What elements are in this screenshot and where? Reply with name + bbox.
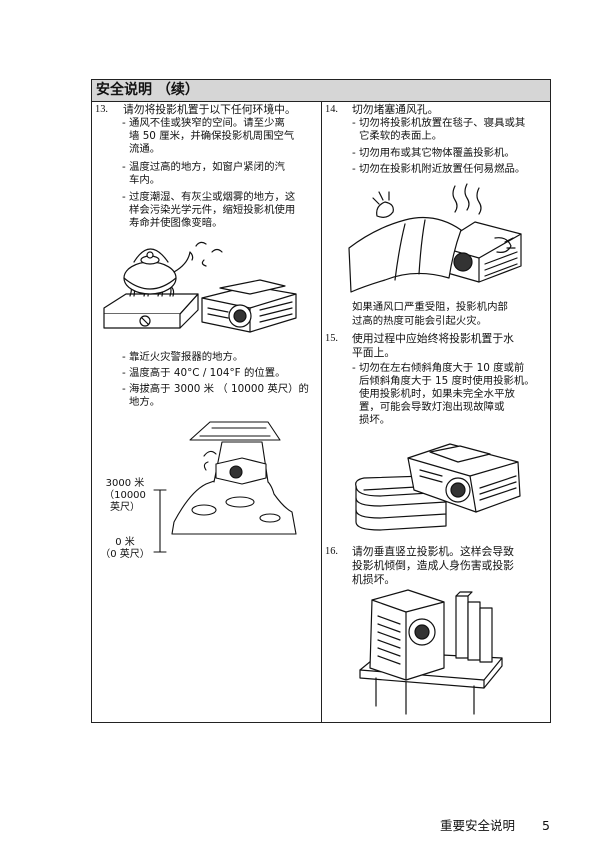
page-number: 5 — [542, 818, 550, 833]
altitude-bottom-line: 0 米 — [115, 537, 135, 548]
hot-environment-illustration — [103, 241, 297, 333]
table-header: 安全说明 （续） — [92, 80, 550, 102]
altitude-top-line: （10000 — [104, 490, 146, 501]
item-14-bullet-3: - 切勿在投影机附近放置任何易燃品。 — [352, 163, 526, 175]
bullet-line: 温度高于 40°C / 104°F 的位置。 — [129, 367, 286, 379]
item-14-bullet-2: - 切勿用布或其它物体覆盖投影机。 — [352, 147, 515, 159]
item-14-note-line: 如果通风口严重受阻，投影机内部 — [352, 301, 508, 313]
bullet-line: 后倾斜角度大于 15 度时使用投影机。 — [359, 375, 535, 387]
bullet-line: 损坏。 — [359, 414, 391, 426]
item-15-title-line: 平面上。 — [352, 346, 396, 359]
item-13-bullet-1: - 通风不佳或狭窄的空间。请至少离 墙 50 厘米，并确保投影机周围空气 流通。 — [122, 117, 295, 155]
item-14-number: 14. — [325, 104, 338, 115]
altitude-bottom-line: （0 英尺） — [100, 549, 150, 560]
bullet-line: 寿命并使图像变暗。 — [129, 217, 223, 229]
bullet-line: 切勿将投影机放置在毯子、寝具或其 — [359, 117, 526, 129]
column-divider — [321, 101, 322, 723]
item-13-bullet-3: - 过度潮湿、有灰尘或烟雾的地方，这 样会污染光学元件，缩短投影机使用 寿命并使… — [122, 191, 296, 229]
bullet-line: 通风不佳或狭窄的空间。请至少离 — [129, 117, 285, 129]
altitude-illustration — [153, 421, 297, 553]
bullet-line: 车内。 — [129, 174, 161, 186]
tilted-projector-illustration — [355, 443, 521, 531]
item-13-bullet-2: - 温度过高的地方，如窗户紧闭的汽 车内。 — [122, 161, 285, 186]
section-title: 安全说明 （续） — [96, 82, 199, 98]
upright-projector-illustration — [359, 589, 503, 715]
item-13-bullet-6: - 海拔高于 3000 米 （ 10000 英尺）的 地方。 — [122, 383, 309, 408]
altitude-top-line: 3000 米 — [105, 478, 145, 489]
bullet-line: 切勿在左右倾斜角度大于 10 度或前 — [359, 362, 525, 374]
item-13-bullet-4: - 靠近火灾警报器的地方。 — [122, 351, 244, 363]
bullet-line: 切勿用布或其它物体覆盖投影机。 — [359, 147, 515, 159]
bullet-line: 样会污染光学元件，缩短投影机使用 — [129, 204, 296, 216]
item-13-bullet-5: - 温度高于 40°C / 104°F 的位置。 — [122, 367, 286, 379]
bullet-line: 墙 50 厘米，并确保投影机周围空气 — [129, 130, 295, 142]
item-16-number: 16. — [325, 546, 338, 557]
bullet-line: 过度潮湿、有灰尘或烟雾的地方，这 — [129, 191, 296, 203]
item-14-note-line: 过高的热度可能会引起火灾。 — [352, 315, 488, 327]
altitude-top-label: 3000 米 （10000 英尺） — [98, 478, 152, 514]
safety-table: 安全说明 （续） — [91, 79, 551, 723]
altitude-top-line: 英尺） — [110, 502, 140, 513]
altitude-bottom-label: 0 米 （0 英尺） — [98, 537, 152, 561]
item-16-title-line: 请勿垂直竖立投影机。这样会导致 — [352, 545, 514, 558]
bullet-line: 温度过高的地方，如窗户紧闭的汽 — [129, 161, 285, 173]
item-14-title: 切勿堵塞通风孔。 — [352, 103, 439, 116]
item-16-title-line: 投影机倾倒，造成人身伤害或投影 — [352, 559, 514, 572]
footer-section-title: 重要安全说明 — [440, 818, 516, 833]
bullet-line: 地方。 — [129, 396, 161, 408]
item-15-bullet-1: - 切勿在左右倾斜角度大于 10 度或前 后倾斜角度大于 15 度时使用投影机。… — [352, 362, 535, 426]
item-13-number: 13. — [95, 104, 108, 115]
covered-projector-illustration — [348, 183, 522, 293]
bullet-line: 流通。 — [129, 143, 161, 155]
bullet-line: 靠近火灾警报器的地方。 — [129, 351, 244, 363]
item-15-title-line: 使用过程中应始终将投影机置于水 — [352, 332, 514, 345]
bullet-line: 切勿在投影机附近放置任何易燃品。 — [359, 163, 526, 175]
bullet-line: 它柔软的表面上。 — [359, 130, 443, 142]
bullet-line: 置，可能会导致灯泡出现故障或 — [359, 401, 505, 413]
bullet-line: 使用投影机时，如果未完全水平放 — [359, 388, 515, 400]
bullet-line: 海拔高于 3000 米 （ 10000 英尺）的 — [129, 383, 309, 395]
item-14-bullet-1: - 切勿将投影机放置在毯子、寝具或其 它柔软的表面上。 — [352, 117, 526, 142]
item-13-title: 请勿将投影机置于以下任何环境中。 — [123, 103, 296, 116]
item-16-title-line: 机损坏。 — [352, 573, 396, 586]
item-15-number: 15. — [325, 333, 338, 344]
